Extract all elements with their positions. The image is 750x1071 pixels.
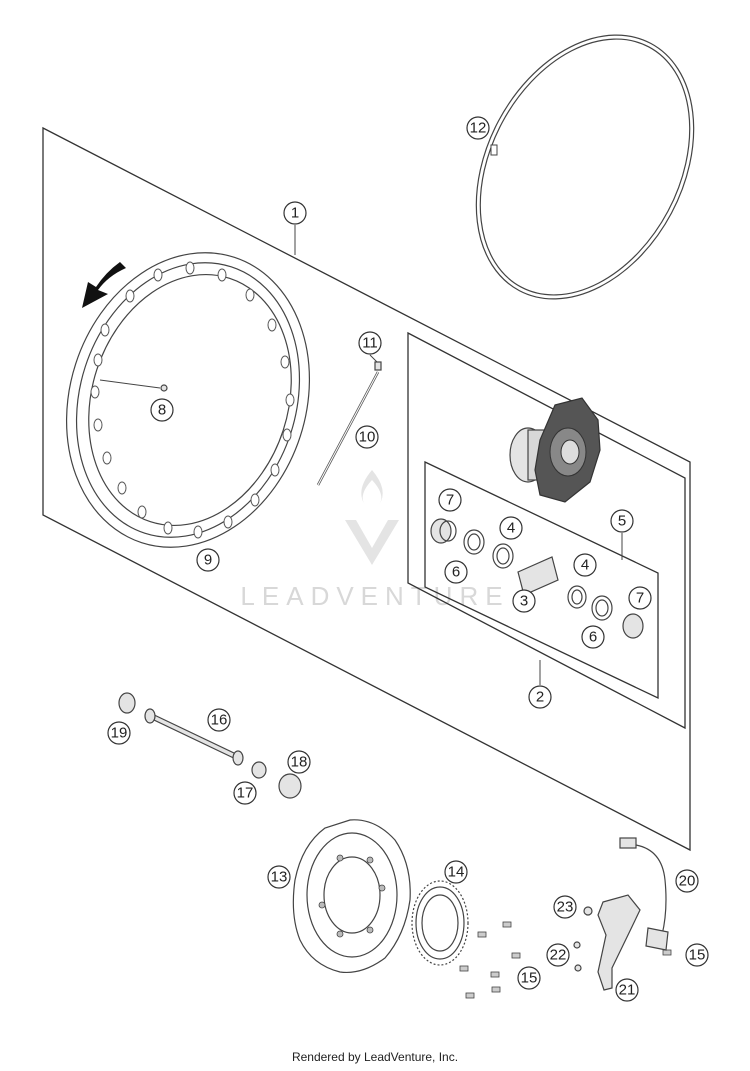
callout-15b: 15 xyxy=(685,943,709,967)
svg-text:11: 11 xyxy=(362,335,378,352)
axle-parts xyxy=(118,692,302,799)
callout-21: 21 xyxy=(615,978,639,1002)
spoke-nipple xyxy=(160,384,168,392)
rim-tape-ring xyxy=(475,34,695,300)
callout-15a: 15 xyxy=(517,966,541,990)
svg-text:5: 5 xyxy=(618,513,626,530)
callout-5: 5 xyxy=(610,509,634,533)
callout-20: 20 xyxy=(675,869,699,893)
svg-text:15: 15 xyxy=(689,947,706,964)
svg-text:9: 9 xyxy=(204,552,212,569)
svg-text:13: 13 xyxy=(271,869,288,886)
spoke-nipple-small xyxy=(374,361,382,371)
callout-1: 1 xyxy=(283,201,307,225)
brake-disc xyxy=(292,819,411,974)
rotation-direction-arrow xyxy=(82,262,126,308)
callout-12: 12 xyxy=(466,116,490,140)
callout-18: 18 xyxy=(287,750,311,774)
callout-4a: 4 xyxy=(499,516,523,540)
callout-19: 19 xyxy=(107,721,131,745)
callout-22: 22 xyxy=(546,943,570,967)
hub-internal-parts xyxy=(430,518,644,639)
callout-14: 14 xyxy=(444,860,468,884)
wheel-assembly-frame xyxy=(42,126,691,852)
callout-9: 9 xyxy=(196,548,220,572)
bolts xyxy=(459,921,672,999)
wheel-hub xyxy=(509,397,601,503)
callout-16: 16 xyxy=(207,708,231,732)
svg-text:16: 16 xyxy=(211,712,228,729)
svg-text:20: 20 xyxy=(679,873,696,890)
svg-text:10: 10 xyxy=(359,429,376,446)
svg-text:1: 1 xyxy=(291,205,299,222)
svg-text:3: 3 xyxy=(520,593,528,610)
callout-23: 23 xyxy=(553,895,577,919)
leader-lines xyxy=(294,225,623,685)
callout-6a: 6 xyxy=(444,560,468,584)
svg-text:2: 2 xyxy=(536,689,544,706)
spoke xyxy=(316,371,380,486)
svg-text:15: 15 xyxy=(521,970,538,987)
callout-7b: 7 xyxy=(628,586,652,610)
svg-text:17: 17 xyxy=(237,785,254,802)
callout-10: 10 xyxy=(355,425,379,449)
callout-11: 11 xyxy=(358,331,382,355)
callout-3: 3 xyxy=(512,589,536,613)
callout-6b: 6 xyxy=(581,625,605,649)
svg-text:19: 19 xyxy=(111,725,128,742)
callout-13: 13 xyxy=(267,865,291,889)
svg-text:4: 4 xyxy=(507,520,515,537)
abs-sensor-ring xyxy=(411,880,469,966)
callout-2: 2 xyxy=(528,685,552,709)
abs-sensor-assembly xyxy=(573,837,669,991)
callout-7a: 7 xyxy=(438,488,462,512)
svg-text:4: 4 xyxy=(581,557,589,574)
hub-internals-frame xyxy=(424,460,659,700)
callout-17: 17 xyxy=(233,781,257,805)
svg-text:18: 18 xyxy=(291,754,308,771)
svg-text:23: 23 xyxy=(557,899,574,916)
svg-text:7: 7 xyxy=(636,590,644,607)
svg-text:8: 8 xyxy=(158,402,166,419)
callout-8: 8 xyxy=(150,398,174,422)
leadventure-watermark: LEADVENTURE xyxy=(240,470,509,611)
svg-text:12: 12 xyxy=(470,120,487,137)
svg-text:14: 14 xyxy=(448,864,465,881)
exploded-parts-diagram: LEADVENTURE xyxy=(42,34,709,1002)
svg-text:6: 6 xyxy=(589,629,597,646)
watermark-text: LEADVENTURE xyxy=(240,581,509,611)
render-credit-footer: Rendered by LeadVenture, Inc. xyxy=(291,1050,459,1064)
svg-text:22: 22 xyxy=(550,947,567,964)
svg-text:21: 21 xyxy=(619,982,636,999)
svg-text:7: 7 xyxy=(446,492,454,509)
svg-text:6: 6 xyxy=(452,564,460,581)
rim xyxy=(65,252,311,548)
callout-4b: 4 xyxy=(573,553,597,577)
